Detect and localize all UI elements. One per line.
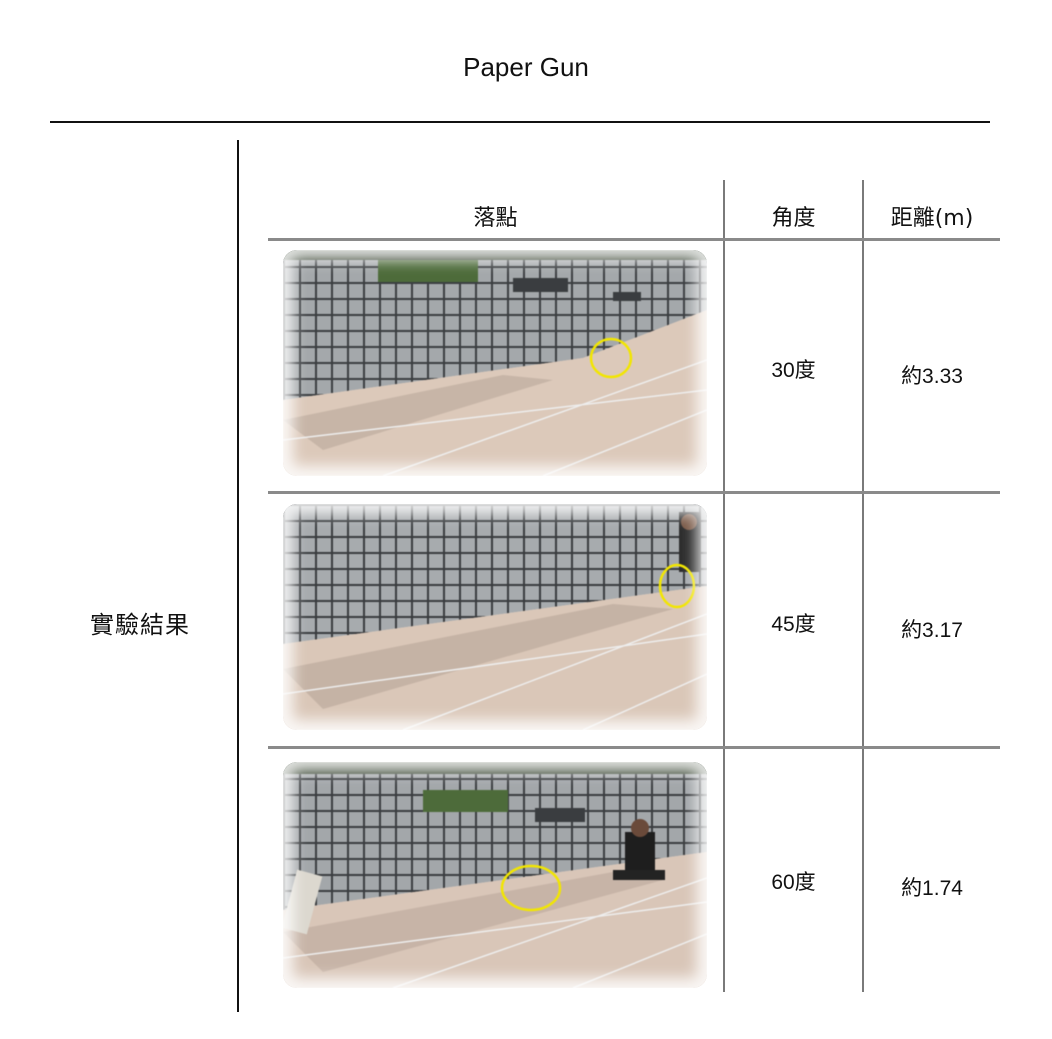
header-distance: 距離(m) (890, 206, 974, 231)
landing-point-photo (283, 504, 707, 730)
title-divider (50, 121, 990, 123)
angle-value: 60度 (771, 871, 816, 894)
column-separator (862, 180, 864, 992)
header-landing-point: 落點 (473, 206, 518, 231)
row-rule (268, 491, 1000, 494)
angle-value: 30度 (771, 359, 816, 382)
page-title: Paper Gun (463, 52, 589, 82)
header-angle: 角度 (771, 206, 816, 231)
section-divider (237, 140, 239, 1012)
landing-point-photo (283, 250, 707, 476)
landing-point-photo (283, 762, 707, 988)
row-rule (268, 746, 1000, 749)
angle-value: 45度 (771, 613, 816, 636)
distance-value: 約3.17 (901, 619, 963, 642)
distance-value: 約1.74 (901, 877, 963, 900)
section-label: 實驗結果 (90, 611, 190, 639)
column-separator (723, 180, 725, 992)
distance-value: 約3.33 (901, 365, 963, 388)
header-rule (268, 238, 1000, 241)
